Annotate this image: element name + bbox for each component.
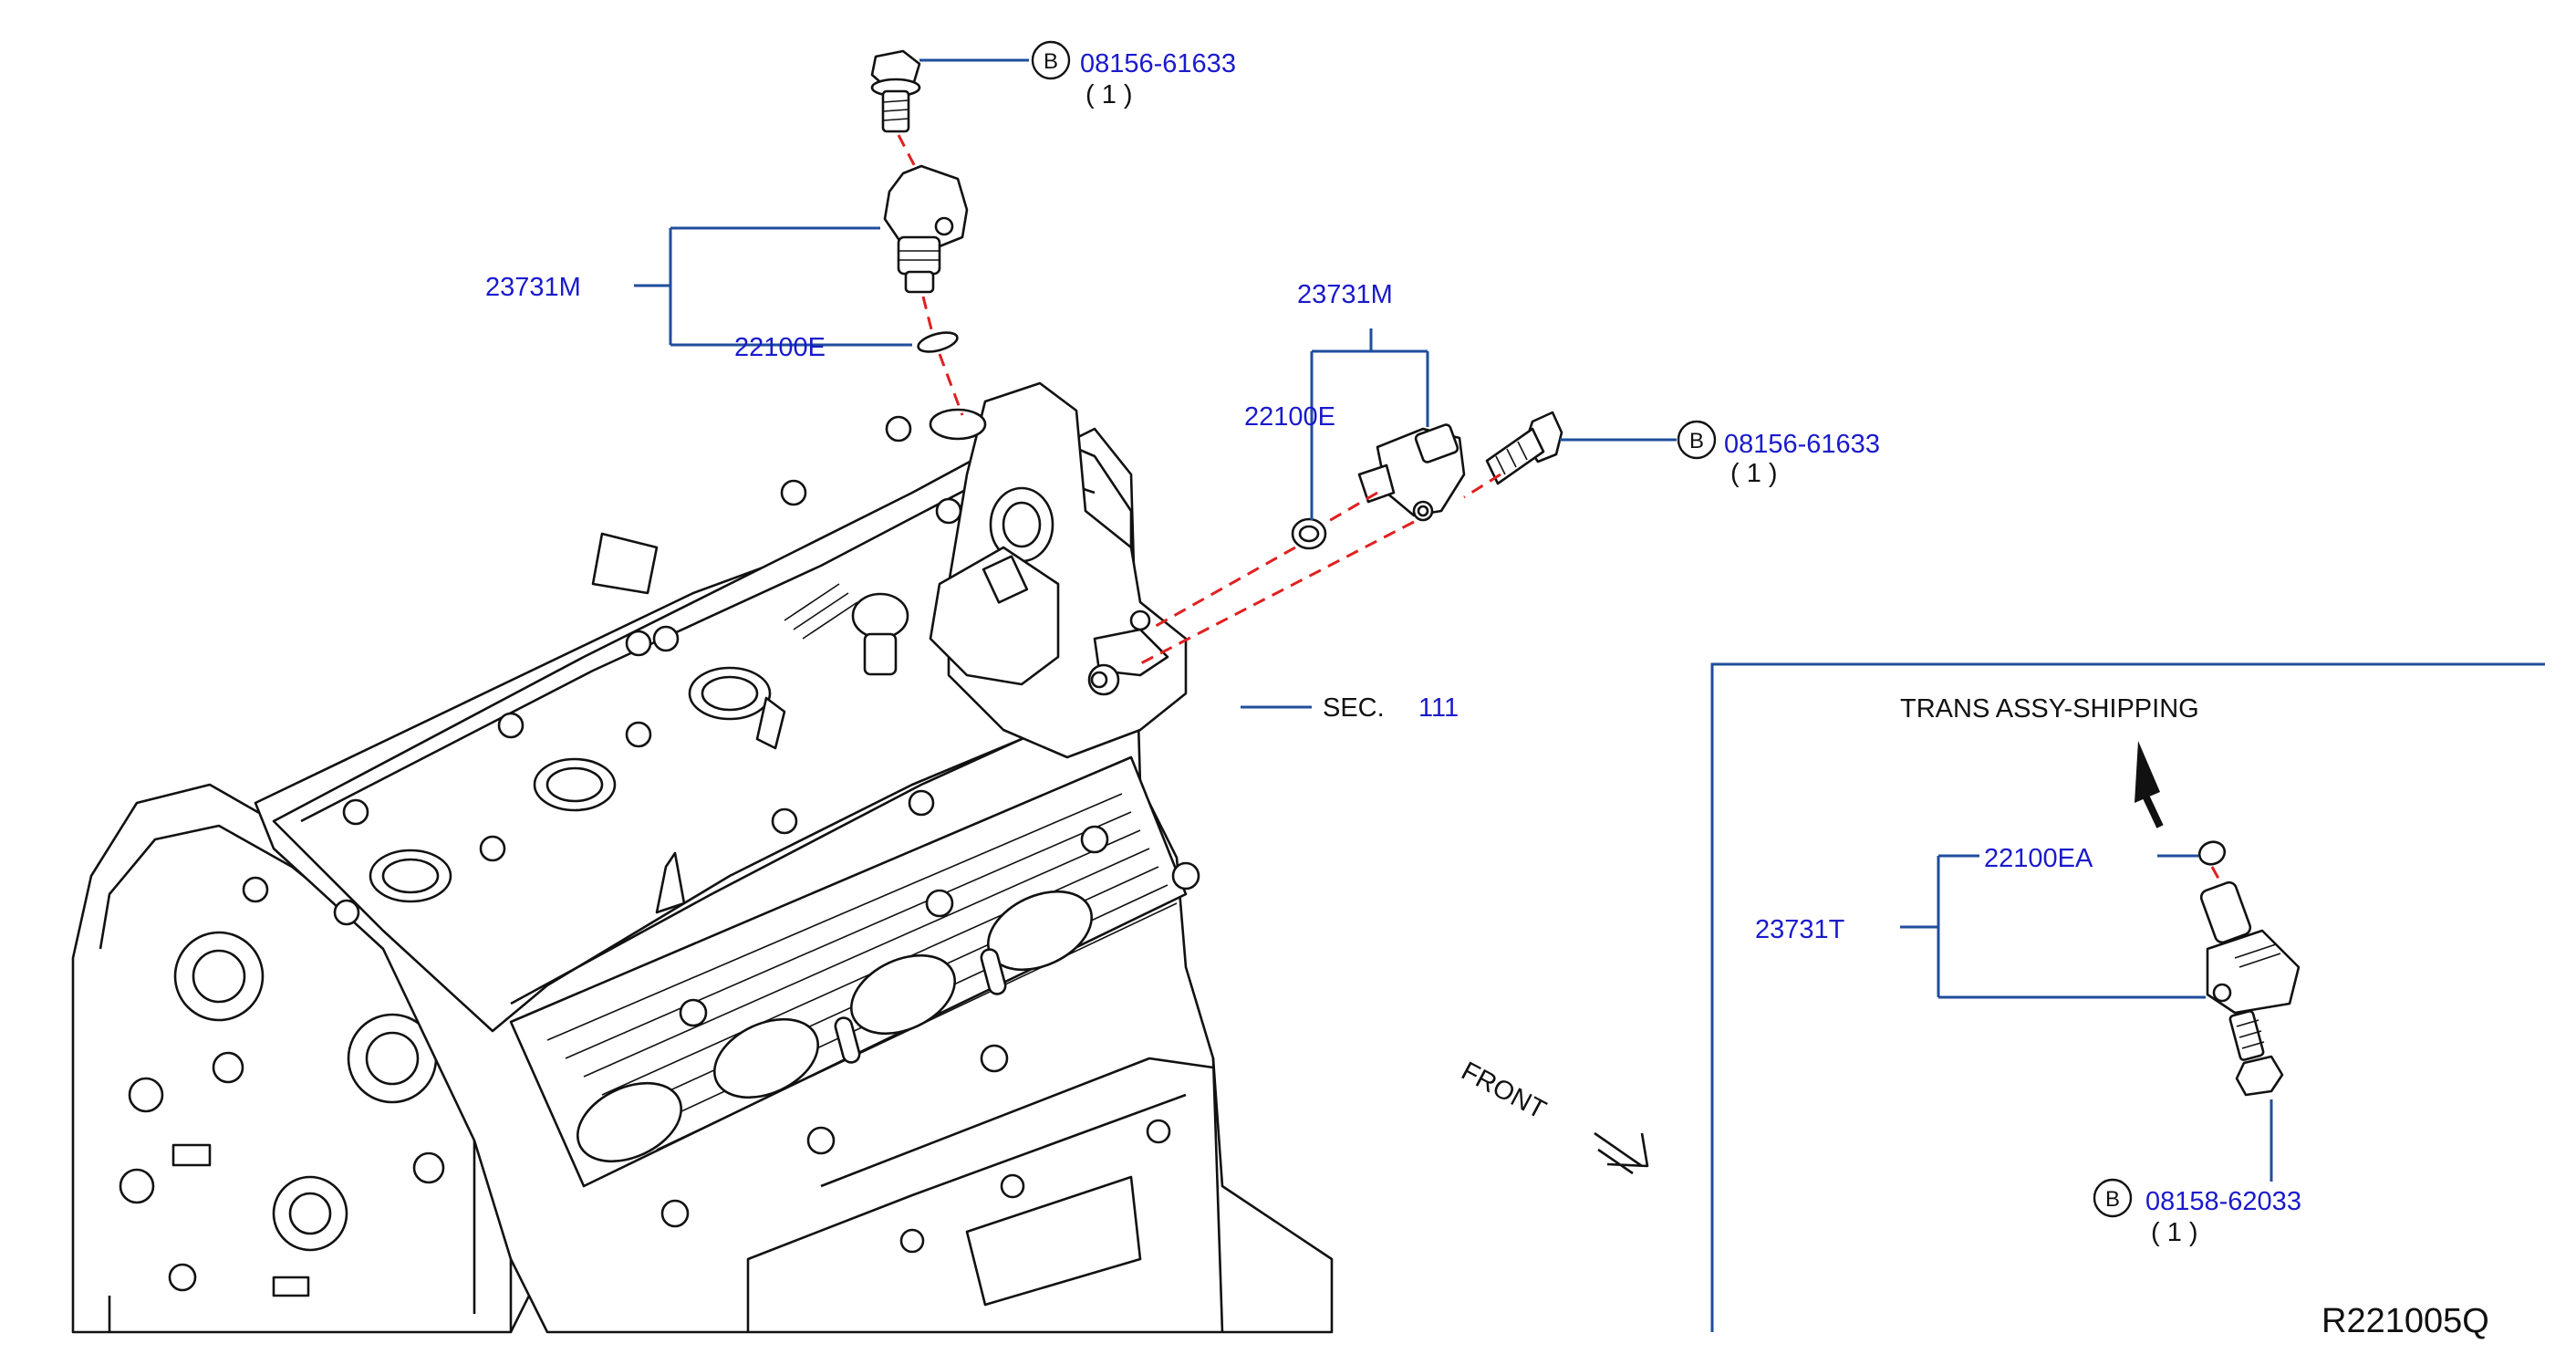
part-number-sensor-inset[interactable]: 23731T — [1755, 915, 1845, 944]
mid-sensor-group — [1135, 328, 1677, 668]
part-number-bolt-mid[interactable]: 08156-61633 — [1724, 430, 1880, 459]
callout-marker — [1031, 40, 1071, 80]
quantity-bolt-mid: ( 1 ) — [1730, 459, 1778, 488]
inset-up-arrow-icon — [2135, 741, 2164, 828]
top-sensor-group — [634, 49, 1029, 416]
bolt-marker-top: B — [1044, 49, 1058, 74]
callout-marker — [2093, 1178, 2133, 1218]
mid-bolt-icon — [1485, 411, 1563, 485]
top-cam-sensor-icon — [883, 164, 969, 294]
part-number-bolt-inset[interactable]: 08158-62033 — [2145, 1187, 2301, 1216]
inset-frame — [1710, 662, 2545, 1332]
top-oring-icon — [917, 331, 959, 353]
inset-title: TRANS ASSY-SHIPPING — [1900, 694, 2199, 724]
callout-marker — [1677, 420, 1717, 460]
mid-oring-icon — [1291, 517, 1327, 550]
quantity-bolt-inset: ( 1 ) — [2151, 1218, 2198, 1247]
bolt-marker-mid: B — [1689, 429, 1704, 453]
inset-cam-sensor-icon — [2199, 880, 2301, 1015]
front-label: FRONT — [1457, 1057, 1551, 1125]
inset-sensor-group — [1900, 840, 2301, 1182]
top-bolt-icon — [870, 49, 921, 133]
part-number-sensor-top[interactable]: 23731M — [485, 273, 581, 302]
section-number-link[interactable]: 111 — [1418, 693, 1459, 723]
mid-cam-sensor-icon — [1357, 423, 1466, 522]
section-prefix: SEC. — [1323, 693, 1385, 723]
quantity-bolt-top: ( 1 ) — [1085, 80, 1133, 109]
bolt-marker-inset: B — [2105, 1187, 2120, 1212]
part-number-oring-mid[interactable]: 22100E — [1244, 402, 1335, 432]
part-number-oring-top[interactable]: 22100E — [734, 333, 826, 362]
part-number-sensor-mid[interactable]: 23731M — [1297, 280, 1393, 309]
part-number-bolt-top[interactable]: 08156-61633 — [1080, 49, 1236, 78]
engine-cylinder-head-illustration — [71, 381, 1334, 1334]
diagram-reference-code: R221005Q — [2322, 1302, 2489, 1340]
part-number-oring-inset[interactable]: 22100EA — [1984, 844, 2093, 873]
front-arrow-icon — [1594, 1131, 1649, 1175]
inset-bolt-icon — [2228, 1010, 2284, 1097]
inset-oring-icon — [2197, 840, 2227, 866]
